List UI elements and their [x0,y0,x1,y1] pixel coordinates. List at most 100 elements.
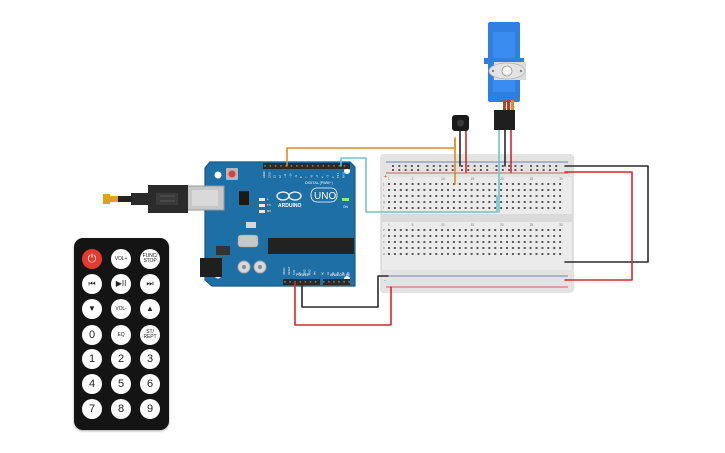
rail-hole[interactable] [530,169,532,171]
breadboard-hole[interactable] [488,253,491,255]
breadboard-hole[interactable] [488,183,491,185]
breadboard-hole[interactable] [458,241,461,243]
breadboard-hole[interactable] [417,189,420,191]
breadboard-hole[interactable] [388,247,390,249]
header-pin[interactable] [322,165,325,167]
breadboard-hole[interactable] [476,229,479,231]
rail-hole[interactable] [520,165,523,167]
breadboard-hole[interactable] [482,183,485,185]
breadboard-hole[interactable] [447,247,449,249]
header-pin[interactable] [306,165,309,167]
breadboard-hole[interactable] [523,195,526,197]
remote-button-vol[interactable]: VOL- [111,299,131,319]
breadboard-hole[interactable] [452,189,455,191]
breadboard-hole[interactable] [417,253,420,255]
breadboard-hole[interactable] [452,253,455,255]
power-button[interactable]: ⏻ [82,249,102,269]
breadboard-hole[interactable] [393,241,396,243]
rail-hole[interactable] [473,169,476,171]
breadboard-hole[interactable] [535,183,538,185]
breadboard-hole[interactable] [535,195,538,197]
breadboard-hole[interactable] [411,189,414,191]
breadboard-hole[interactable] [476,247,479,249]
remote-button-8[interactable]: 8 [111,399,131,419]
breadboard-hole[interactable] [500,195,503,197]
breadboard-hole[interactable] [388,189,390,191]
breadboard-hole[interactable] [441,229,444,231]
breadboard-hole[interactable] [511,189,514,191]
breadboard-hole[interactable] [559,229,562,231]
breadboard-hole[interactable] [535,247,538,249]
rail-hole[interactable] [530,165,532,167]
breadboard-hole[interactable] [393,235,396,237]
breadboard-hole[interactable] [541,195,544,197]
remote-button-volplus[interactable]: VOL+ [111,249,131,269]
breadboard-hole[interactable] [559,253,562,255]
breadboard-hole[interactable] [393,207,396,209]
header-pin[interactable] [317,165,319,167]
breadboard-hole[interactable] [470,201,473,203]
breadboard-hole[interactable] [559,195,562,197]
header-pin[interactable] [333,281,335,283]
breadboard-hole[interactable] [494,235,497,237]
breadboard-hole[interactable] [547,241,550,243]
breadboard-hole[interactable] [529,253,532,255]
breadboard-hole[interactable] [511,195,514,197]
breadboard-hole[interactable] [447,201,449,203]
breadboard-hole[interactable] [506,207,508,209]
breadboard-hole[interactable] [435,201,438,203]
breadboard-hole[interactable] [482,201,485,203]
breadboard-hole[interactable] [447,189,449,191]
breadboard-hole[interactable] [488,189,491,191]
header-pin[interactable] [284,281,286,283]
rail-hole[interactable] [473,165,476,167]
breadboard-hole[interactable] [506,189,508,191]
breadboard-hole[interactable] [393,183,396,185]
breadboard-hole[interactable] [541,229,544,231]
breadboard-hole[interactable] [559,183,562,185]
rail-hole[interactable] [508,165,511,167]
breadboard-hole[interactable] [559,241,562,243]
breadboard-hole[interactable] [435,183,438,185]
header-pin[interactable] [290,165,293,167]
rail-hole[interactable] [461,169,463,171]
breadboard-hole[interactable] [547,201,550,203]
breadboard-hole[interactable] [388,195,390,197]
header-pin[interactable] [333,165,335,167]
breadboard-hole[interactable] [411,207,414,209]
header-pin[interactable] [327,165,330,167]
breadboard-hole[interactable] [517,195,520,197]
rail-hole[interactable] [417,165,420,167]
breadboard-hole[interactable] [388,207,390,209]
breadboard-hole[interactable] [476,253,479,255]
rail-hole[interactable] [486,169,489,171]
rail-hole[interactable] [501,169,504,171]
remote-button-2[interactable]: 2 [111,349,131,369]
breadboard-hole[interactable] [511,207,514,209]
breadboard-hole[interactable] [458,247,461,249]
header-pin[interactable] [301,165,303,167]
rail-hole[interactable] [520,169,523,171]
breadboard-hole[interactable] [541,183,544,185]
breadboard-hole[interactable] [429,195,432,197]
breadboard-hole[interactable] [458,201,461,203]
breadboard-hole[interactable] [429,183,432,185]
rail-hole[interactable] [426,165,429,167]
rail-hole[interactable] [514,169,517,171]
rail-hole[interactable] [432,169,435,171]
breadboard-hole[interactable] [429,247,432,249]
breadboard-hole[interactable] [529,241,532,243]
remote-button-0[interactable]: 0 [82,325,102,345]
breadboard-hole[interactable] [388,241,390,243]
breadboard-hole[interactable] [482,241,485,243]
breadboard-hole[interactable] [506,183,508,185]
breadboard-hole[interactable] [441,195,444,197]
remote-button-9[interactable]: 9 [140,399,160,419]
breadboard-hole[interactable] [393,201,396,203]
header-pin[interactable] [338,165,340,167]
breadboard-hole[interactable] [476,183,479,185]
breadboard-hole[interactable] [470,235,473,237]
breadboard-hole[interactable] [476,235,479,237]
